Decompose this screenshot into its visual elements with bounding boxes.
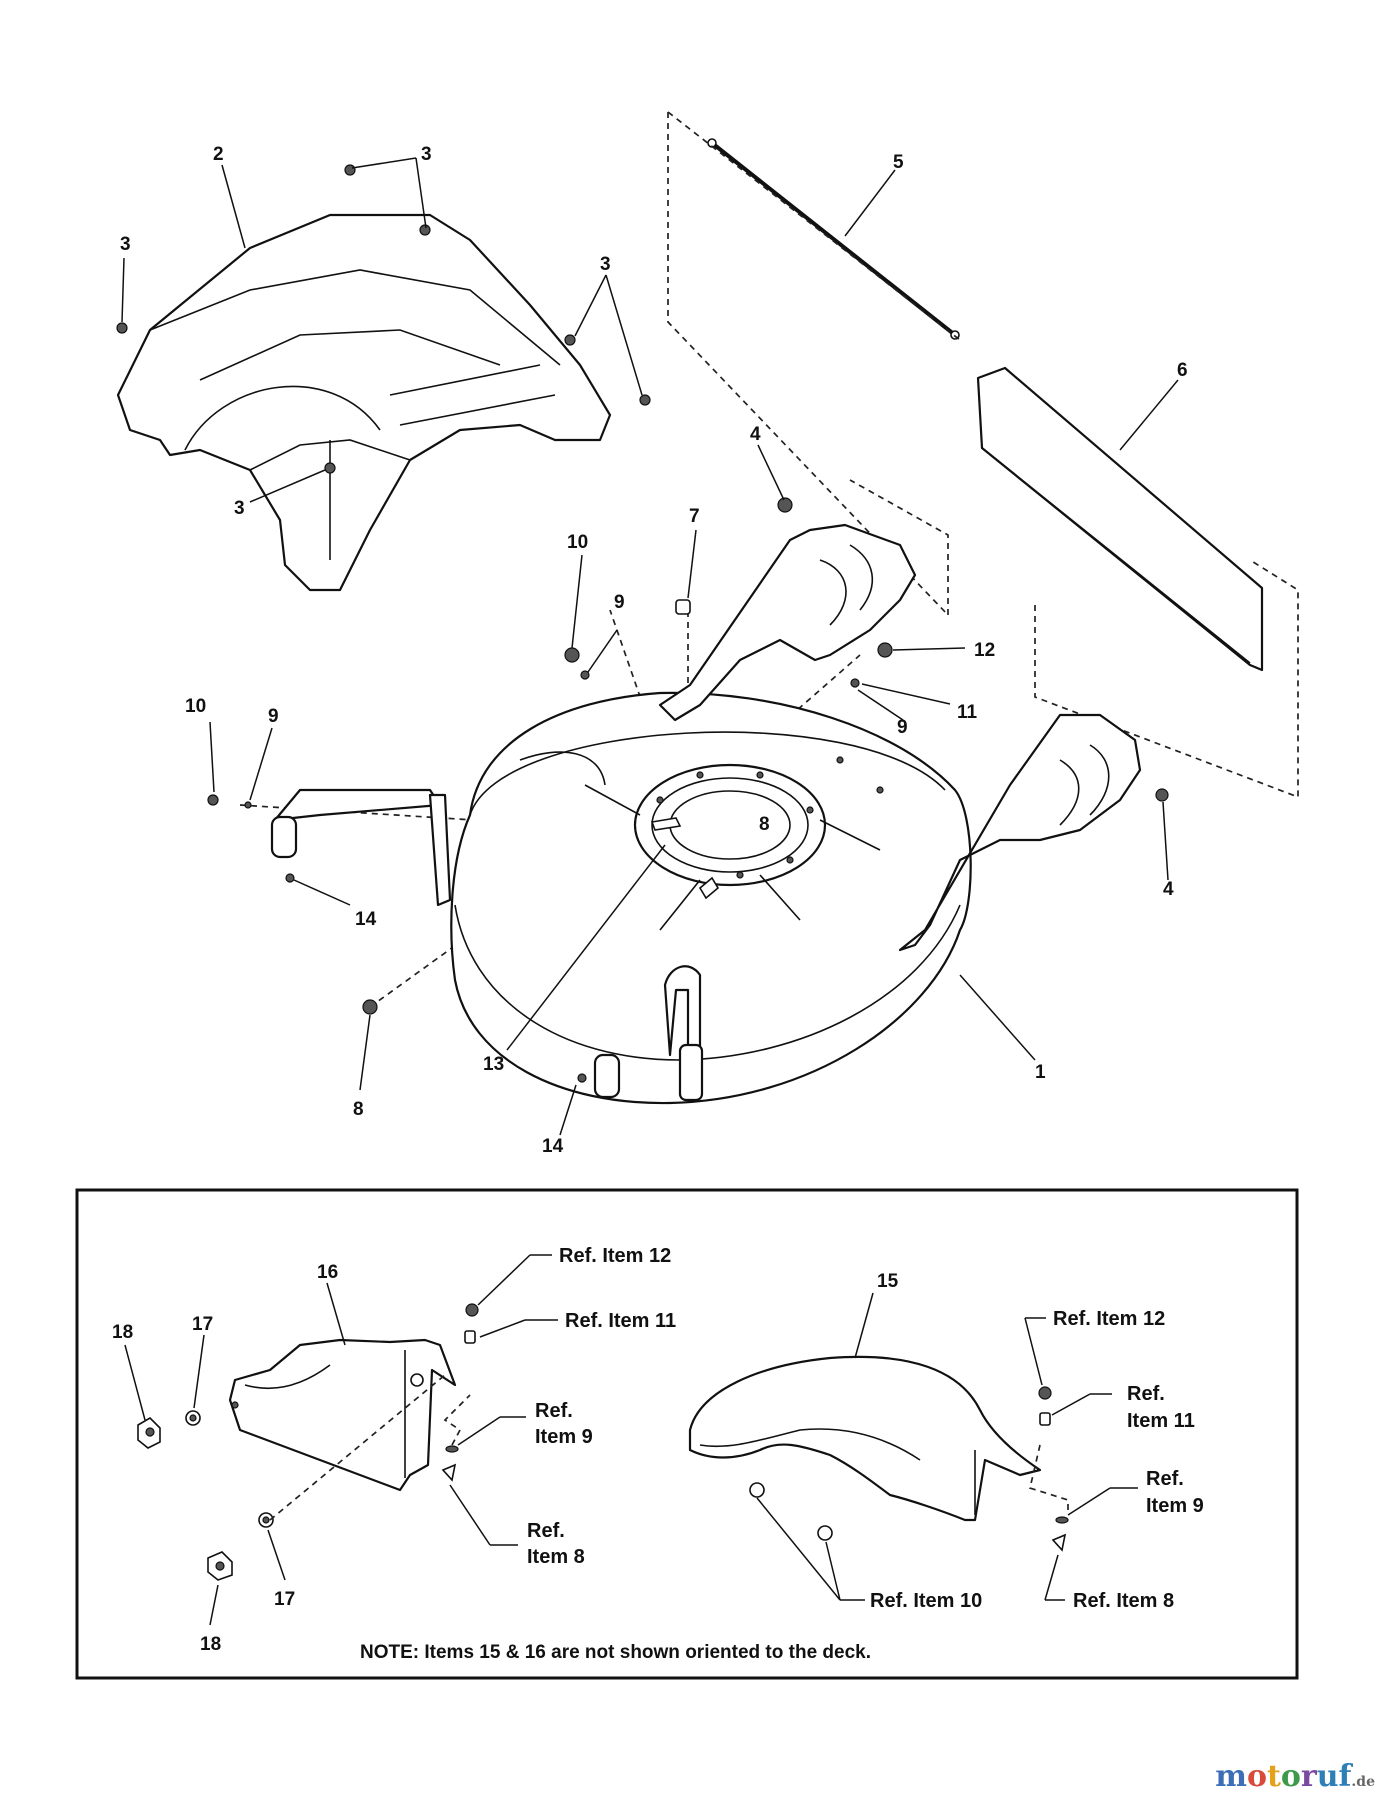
callout-7: 7 [689, 506, 700, 527]
inset-note: NOTE: Items 15 & 16 are not shown orient… [360, 1642, 871, 1663]
callout-10: 10 [185, 696, 206, 717]
hardware-fasteners [116, 164, 1169, 1083]
callout-17: 17 [192, 1314, 213, 1335]
callout-3: 3 [421, 144, 432, 165]
callout-9: 9 [614, 592, 625, 613]
callout-10: 10 [567, 532, 588, 553]
callout-11: 11 [957, 702, 978, 723]
ref-label-right-9: Ref. [1146, 1468, 1184, 1490]
inset-hardware [137, 1303, 1069, 1581]
callout-14: 14 [542, 1136, 564, 1157]
callout-9: 9 [897, 717, 908, 738]
callout-15: 15 [877, 1271, 899, 1292]
callout-2: 2 [213, 144, 224, 165]
ref-label-left-8: Ref. [527, 1520, 565, 1542]
callout-3: 3 [600, 254, 611, 275]
ref-item-8-label-right: Ref. Item 8 [1073, 1590, 1174, 1612]
callout-8: 8 [353, 1099, 364, 1120]
callout-9: 9 [268, 706, 279, 727]
watermark-logo: motoruf.de [1215, 1759, 1375, 1794]
callout-8: 8 [759, 814, 770, 835]
ref-label-left: Ref. [535, 1400, 573, 1422]
callout-18: 18 [112, 1322, 133, 1343]
item-8-label-left: Item 8 [527, 1546, 585, 1568]
item-9-label-left: Item 9 [535, 1426, 593, 1448]
ref-item-12-label-right: Ref. Item 12 [1053, 1308, 1165, 1330]
callout-18: 18 [200, 1634, 221, 1655]
callout-12: 12 [974, 640, 995, 661]
callout-17: 17 [274, 1589, 295, 1610]
callout-3: 3 [234, 498, 245, 519]
callout-13: 13 [483, 1054, 504, 1075]
main-callouts: 2 3 3 3 3 5 6 4 7 10 9 12 11 9 10 9 8 4 … [120, 144, 1188, 1157]
ref-label-right-11: Ref. [1127, 1383, 1165, 1405]
callout-16: 16 [317, 1262, 338, 1283]
callout-4: 4 [750, 424, 761, 445]
part-2-rear-cover [116, 213, 612, 592]
part-1-mower-deck [450, 691, 972, 1105]
inset-box: 16 15 18 17 17 18 Ref. Item 12 Ref. Item… [75, 1188, 1299, 1680]
callout-5: 5 [893, 152, 904, 173]
callout-4: 4 [1163, 879, 1174, 900]
item-9-label-right: Item 9 [1146, 1495, 1204, 1517]
leader-lines [121, 157, 1179, 1136]
ref-item-11-label-left: Ref. Item 11 [565, 1310, 676, 1332]
callout-1: 1 [1035, 1062, 1046, 1083]
part-15-side-guard [688, 1355, 1042, 1522]
part-16-side-guard [228, 1338, 457, 1492]
inset-leaders [124, 1254, 1138, 1626]
part-6-flap [976, 366, 1264, 672]
callout-6: 6 [1177, 360, 1188, 381]
callout-3: 3 [120, 234, 131, 255]
height-adjust-bracket-left [658, 523, 917, 722]
item-11-label-right: Item 11 [1127, 1410, 1195, 1432]
front-axle-bars [270, 788, 704, 1102]
height-adjust-bracket-right [898, 713, 1142, 952]
callout-14: 14 [355, 909, 377, 930]
ref-item-10-label: Ref. Item 10 [870, 1590, 982, 1612]
ref-item-12-label-left: Ref. Item 12 [559, 1245, 671, 1267]
